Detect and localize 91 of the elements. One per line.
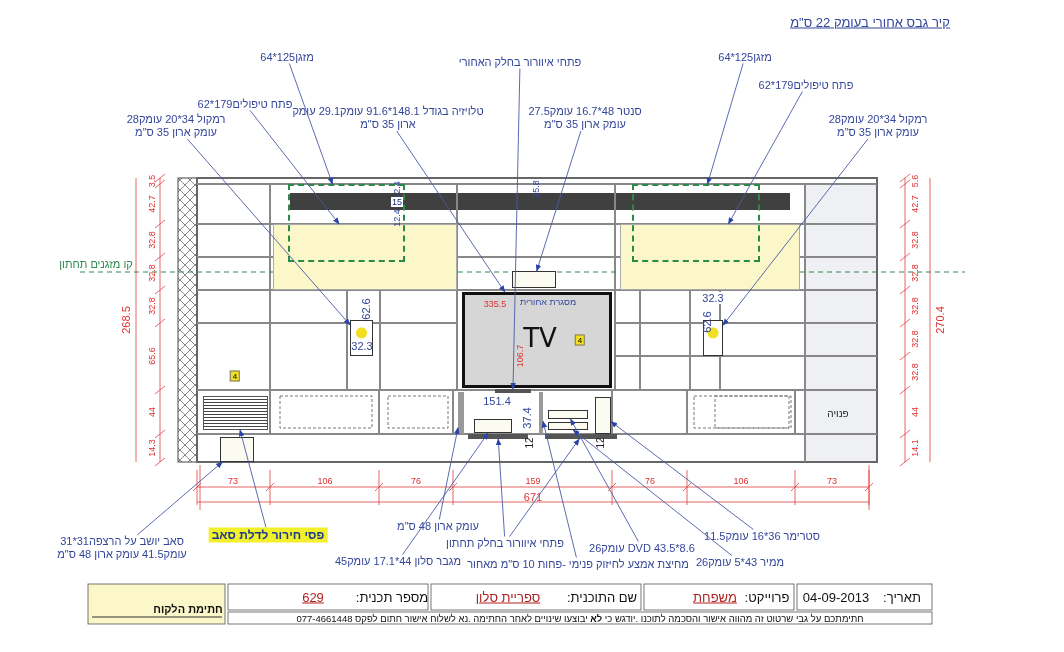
footer-note: חתימתכם על גבי שרטוט זה מהווה אישור והסכמה לתוכנו .יודגש כי לא יבוצעו שינויים לאחר החתימה .נא לשלוח אישור חתום לפקס 077-4661448 — [296, 612, 864, 624]
dimension-value: 270.4 — [934, 306, 946, 334]
callout-text: פתח טיפולים179*62 — [197, 97, 293, 111]
callout-text: רמקול 34*20 עומק28 עומק ארון 35 ס"מ — [120, 113, 232, 139]
dimension-value: 25.8 — [531, 180, 541, 198]
field-value: ספריית סלון — [475, 589, 541, 605]
dimension-value: 671 — [523, 491, 543, 503]
dimension-value: 14.1 — [910, 439, 920, 457]
panel — [620, 224, 800, 290]
dimension-value: 14.3 — [147, 439, 157, 457]
dimension-value: 32.8 — [147, 231, 157, 249]
title: קיר גבס אחורי בעומק 22 ס"מ — [790, 14, 950, 30]
field-label: פרוייקט: — [744, 589, 790, 605]
dimension-value: 32.8 — [910, 264, 920, 282]
dimension-value: 65.6 — [147, 347, 157, 365]
field-label: תאריך: — [883, 589, 921, 605]
line-label: קו מזגנים תחתון — [59, 258, 133, 270]
dimension-value: 62.6 — [360, 298, 372, 320]
callout-text: מגבר סלון 44*17.1 עומק45 — [335, 554, 461, 568]
callout-text: פתחי איוורור בחלק תחתון — [446, 536, 564, 550]
dimension-value: 151.4 — [483, 395, 511, 407]
field-label: חתימת הלקוח — [153, 603, 223, 615]
dimension-value: 32.8 — [147, 264, 157, 282]
dimension-value: 32.3 — [702, 292, 724, 304]
callout-text: ממיר 43*5 עומק26 — [695, 555, 785, 569]
field-label: שם התוכנית: — [566, 589, 638, 605]
note-text: 12 — [594, 437, 606, 449]
callout-text: סאב יושב על הרצפה31*31 עומק41.5 עומק ארון 48 ס"מ — [54, 535, 190, 561]
dimension-value: 76 — [645, 476, 655, 486]
dimension-value: 106 — [733, 476, 749, 486]
tag-number: 4 — [574, 334, 586, 346]
field-value: משפחת — [693, 589, 737, 605]
callout-text: DVD 43.5*8.6 עומק26 — [589, 541, 695, 555]
cabinet-side-panel — [458, 392, 464, 434]
dimension-value: 32.8 — [910, 231, 920, 249]
amplifier-box — [474, 419, 512, 433]
dimension-value: 12.4 — [392, 181, 402, 199]
vent-strip — [545, 434, 617, 439]
dimension-value: 73 — [228, 476, 238, 486]
callout-text: סטרימר 36*16 עומק11.5 — [704, 529, 820, 543]
callout-text: פתחי איוורור בחלק האחורי — [458, 55, 582, 69]
dimension-value: 44 — [910, 407, 920, 417]
callout-text: מזגן125*64 — [718, 50, 772, 64]
dimension-value: 5.6 — [910, 174, 920, 188]
partition-board — [539, 392, 543, 434]
streamer-box — [595, 397, 611, 434]
callout-text: מזגן125*64 — [260, 50, 314, 64]
tv-label: TV — [523, 323, 557, 353]
dimension-value: 32.8 — [910, 330, 920, 348]
callout-text: רמקול 34*20 עומק28 עומק ארון 35 ס"מ — [822, 113, 934, 139]
dimension-value: 42.7 — [147, 195, 157, 213]
dimension-value: 268.5 — [120, 306, 132, 334]
dimension-value: 32.3 — [351, 340, 373, 352]
callout-text: סנטר 48*16.7 עומק27.5 עומק ארון 35 ס"מ — [521, 105, 649, 131]
tag-number: 4 — [229, 370, 241, 382]
dimension-value: 76 — [411, 476, 421, 486]
field-value: 629 — [302, 589, 324, 605]
center-speaker-box — [512, 271, 556, 288]
dimension-value: 159 — [525, 476, 541, 486]
callout-text: עומק ארון 48 ס"מ — [397, 519, 479, 533]
dimension-value: 335.5 — [483, 299, 507, 309]
dimension-value: 73 — [827, 476, 837, 486]
dimension-value: 32.8 — [910, 297, 920, 315]
dimension-value: 15 — [391, 197, 403, 207]
receiver-box — [548, 422, 588, 430]
tv-screen — [462, 292, 612, 388]
callout-text: פתח טיפולים179*62 — [758, 78, 854, 92]
dimension-value: 32.8 — [910, 363, 920, 381]
vent-strip — [495, 389, 531, 393]
dimension-value: 3.5 — [147, 174, 157, 188]
dimension-value: 44 — [147, 407, 157, 417]
note-text: פנויה — [827, 407, 849, 419]
panel — [273, 224, 457, 290]
dimension-value: 42.7 — [910, 195, 920, 213]
dimension-value: 62.6 — [701, 311, 713, 333]
dimension-value: 32.8 — [147, 297, 157, 315]
note-text: 12 — [523, 437, 535, 449]
field-label: 04-09-2013 — [802, 589, 870, 605]
dimension-value: 106 — [317, 476, 333, 486]
speaker-box — [350, 320, 373, 356]
grille — [203, 396, 268, 430]
dimension-value: 12.4 — [392, 209, 402, 227]
callout-text: מחיצת אמצע לחיזוק פנימי -פחות 10 ס"מ מאחור — [467, 557, 689, 571]
dimension-value: מסגרת אחורית — [519, 297, 577, 307]
subwoofer-box — [220, 437, 254, 462]
vent-strip — [468, 434, 528, 439]
dimension-value: 37.4 — [521, 407, 533, 429]
callout-text: פסי חירור לדלת סאב — [208, 527, 328, 543]
dimension-value: 106.7 — [515, 344, 525, 368]
field-label: מספר תכנית: — [355, 589, 429, 605]
dvd-player-box — [548, 410, 588, 419]
